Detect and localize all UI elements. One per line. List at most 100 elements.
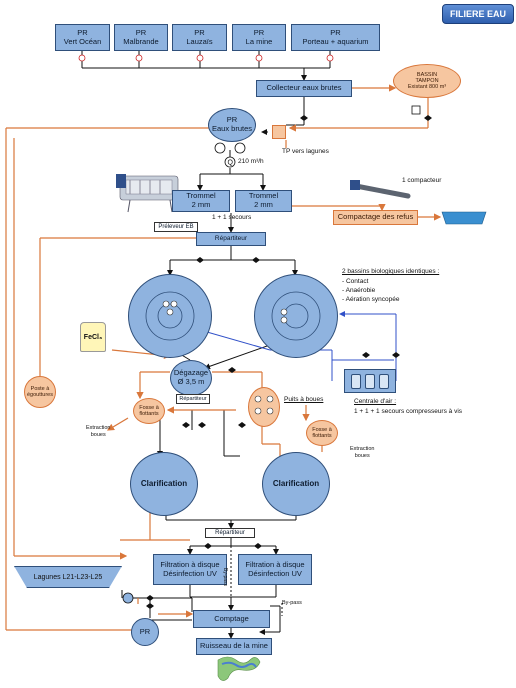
bassins-item-anaerobie: - Anaérobie bbox=[342, 287, 376, 294]
compactage-des-refus: Compactage des refus bbox=[333, 210, 418, 225]
poste-line2: égouttures bbox=[27, 392, 53, 398]
clarification-label: Clarification bbox=[272, 479, 320, 489]
degazage-label: Dégazage bbox=[173, 368, 209, 378]
filtration-line1: Filtration à disque bbox=[245, 559, 305, 569]
clarificateur-1: Clarification bbox=[130, 452, 198, 516]
compacteur-illustration bbox=[350, 180, 411, 199]
bypass-vertical-label: By-pass bbox=[222, 568, 228, 587]
fosse-line2: flottants bbox=[312, 433, 332, 439]
poste-line1: Poste à bbox=[30, 385, 50, 392]
pr-pump-symbols bbox=[78, 54, 334, 62]
pr-name: Malbrande bbox=[123, 36, 159, 46]
extraction-line2: boues bbox=[90, 431, 106, 438]
pr-name: Lauzaïs bbox=[186, 36, 213, 46]
pr-label: PR bbox=[253, 27, 265, 37]
ruisseau-graphic bbox=[217, 656, 261, 681]
bassins-title: 2 bassins biologiques identiques : bbox=[342, 268, 440, 275]
fosse-line1: Fosse à bbox=[312, 426, 332, 433]
bassins-item-aeration: - Aération syncopée bbox=[342, 296, 400, 303]
bypass-label: By-pass bbox=[282, 600, 302, 606]
pump-meter-symbols: Q bbox=[122, 142, 246, 604]
extraction-line1: Extraction bbox=[86, 425, 111, 431]
sludge-lines bbox=[39, 237, 323, 541]
refus-lines bbox=[292, 204, 442, 221]
compressor-3 bbox=[379, 374, 389, 389]
lagunes-lines bbox=[121, 590, 193, 621]
bassin-bio-1 bbox=[128, 274, 212, 358]
bio-feed-lines bbox=[157, 246, 298, 639]
collecteur-eaux-brutes: Collecteur eaux brutes bbox=[256, 80, 352, 97]
puits-a-boues bbox=[248, 387, 280, 427]
tp-tank bbox=[272, 125, 286, 139]
pr-label: PR bbox=[226, 115, 238, 125]
tp-label: TP vers lagunes bbox=[282, 148, 329, 155]
comptage: Comptage bbox=[193, 610, 270, 628]
pr-label: PR bbox=[135, 27, 147, 37]
trommel-illustration bbox=[116, 174, 179, 213]
trommel-name: Trommel bbox=[248, 191, 279, 201]
clarification-label: Clarification bbox=[140, 479, 188, 489]
bassin-tampon-line1: BASSIN bbox=[416, 71, 438, 78]
filtration-line1: Filtration à disque bbox=[160, 559, 220, 569]
bassins-item-contact: - Contact bbox=[342, 278, 369, 285]
pr-name: La mine bbox=[245, 36, 273, 46]
bassin-tampon-lines bbox=[288, 84, 429, 132]
preleveur-eb: Préleveur EB bbox=[154, 222, 198, 232]
pr-label: PR bbox=[194, 27, 205, 37]
filtration-line2: Désinfection UV bbox=[163, 568, 217, 578]
lagunes: Lagunes L21-L23-L25 bbox=[14, 566, 122, 588]
compressor-2 bbox=[365, 374, 375, 389]
bassin-tampon-line2: TAMPON bbox=[415, 77, 439, 84]
fosse-line1: Fosse à bbox=[139, 404, 159, 411]
puits-boues-label: Puits à boues bbox=[284, 396, 324, 403]
fecl3-tank: FeCl₃ bbox=[80, 322, 106, 352]
filtration-line2: Désinfection UV bbox=[248, 568, 302, 578]
trommel-name: Trommel bbox=[186, 191, 216, 201]
compressor-unit bbox=[344, 369, 396, 393]
repartiteur-small: Répartiteur bbox=[176, 394, 210, 404]
return-loop-orange bbox=[5, 127, 287, 631]
lagunes-orange bbox=[137, 598, 194, 618]
puits-pumps bbox=[254, 395, 274, 415]
pr-bottom: PR bbox=[131, 618, 159, 646]
extraction-line1: Extraction bbox=[350, 446, 375, 452]
tampon-pump bbox=[411, 105, 421, 115]
bassin-tampon-line3: Existant 800 m³ bbox=[407, 84, 447, 91]
trommel-mesh: 2 mm bbox=[191, 200, 211, 209]
valve-symbols bbox=[146, 115, 432, 609]
repartiteur-top: Répartiteur bbox=[196, 232, 266, 246]
pr-label: PR bbox=[330, 27, 341, 37]
benne-illustration bbox=[441, 211, 487, 225]
compacteur-label: 1 compacteur bbox=[402, 177, 442, 184]
ruisseau-de-la-mine: Ruisseau de la mine bbox=[196, 638, 272, 655]
pr-name: Vert Océan bbox=[63, 36, 102, 46]
fosse-line2: flottants bbox=[139, 411, 159, 417]
centrale-air-title: Centrale d'air : bbox=[354, 398, 397, 405]
pr-label: PR bbox=[77, 27, 88, 37]
degazage-diameter: Ø 3,5 m bbox=[177, 377, 205, 386]
trommel-secours-label: 1 + 1 secours bbox=[212, 214, 252, 221]
flow-label: 210 m³/h bbox=[238, 158, 264, 165]
filiere-eau-badge: FILIERE EAU bbox=[442, 4, 514, 24]
basin-1-rings bbox=[145, 291, 195, 341]
centrale-air-detail: 1 + 1 + 1 secours compresseurs à vis bbox=[354, 408, 463, 415]
repartiteur-bottom: Répartiteur bbox=[205, 528, 255, 538]
compressor-1 bbox=[351, 374, 361, 389]
pr-name: Eaux brutes bbox=[211, 124, 253, 133]
